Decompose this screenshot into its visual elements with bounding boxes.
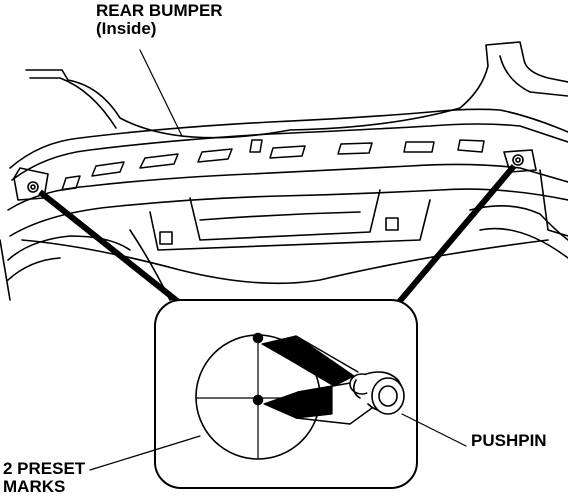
rear-bumper-label-line2: (Inside) bbox=[96, 19, 157, 38]
preset-marks-label-line2: MARKS bbox=[3, 477, 66, 496]
right-corner-pocket bbox=[503, 149, 537, 173]
bumper-lower-body bbox=[0, 163, 568, 301]
callout-leaders bbox=[38, 164, 517, 311]
pushpin-arrow-lower bbox=[263, 385, 333, 419]
preset-mark-1 bbox=[252, 332, 264, 344]
preset-marks-label-line1: 2 PRESET bbox=[3, 459, 86, 478]
bumper-upper-shell bbox=[9, 41, 568, 181]
rear-bumper-label: REAR BUMPER (Inside) bbox=[96, 2, 223, 38]
bumper-slots bbox=[61, 139, 485, 191]
preset-mark-2 bbox=[252, 394, 264, 406]
label-leader-lines bbox=[89, 49, 467, 471]
pushpin-icon bbox=[349, 371, 405, 415]
detail-callout-box bbox=[154, 299, 418, 489]
left-corner-pocket bbox=[13, 167, 49, 201]
pushpin-arrow-upper bbox=[261, 335, 355, 387]
rear-bumper-label-line1: REAR BUMPER bbox=[96, 1, 223, 20]
preset-marks-label: 2 PRESET MARKS bbox=[3, 460, 85, 496]
pushpin-label: PUSHPIN bbox=[471, 431, 547, 450]
